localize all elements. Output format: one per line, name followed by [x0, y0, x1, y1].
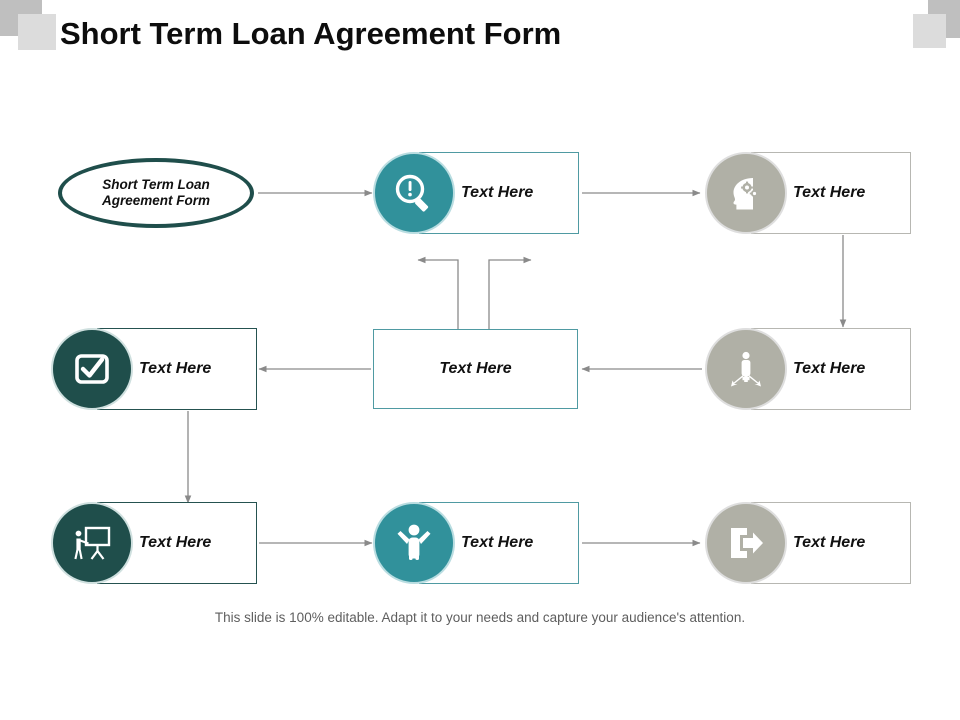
connector-center-branch-left: [417, 256, 459, 329]
decoration-square-top-left-light: [18, 14, 56, 50]
node-7-label: Text Here: [793, 534, 866, 551]
node-6-icon-badge[interactable]: [373, 502, 455, 584]
node-3-label: Text Here: [139, 360, 212, 377]
node-1-label: Text Here: [461, 184, 534, 201]
head-gears-icon: [723, 170, 769, 216]
node-1-icon-badge[interactable]: [373, 152, 455, 234]
node-4-icon-badge[interactable]: [705, 328, 787, 410]
person-arrows-icon: [723, 346, 769, 392]
node-5-label: Text Here: [139, 534, 212, 551]
magnifier-alert-icon: [391, 170, 437, 216]
checkbox-check-icon: [69, 346, 115, 392]
person-arms-up-icon: [391, 520, 437, 566]
node-2-label: Text Here: [793, 184, 866, 201]
decoration-square-top-right-light: [913, 14, 946, 48]
node-3-icon-badge[interactable]: [51, 328, 133, 410]
slide-footer-note: This slide is 100% editable. Adapt it to…: [214, 610, 746, 625]
presentation-board-icon: [69, 520, 115, 566]
connector-center-branch-right: [488, 256, 532, 329]
root-node-ellipse[interactable]: Short Term Loan Agreement Form: [58, 158, 254, 228]
root-node-label: Short Term Loan Agreement Form: [101, 176, 211, 208]
node-5-icon-badge[interactable]: [51, 502, 133, 584]
exit-door-icon: [723, 520, 769, 566]
node-center-box[interactable]: Text Here: [373, 329, 578, 409]
node-7-icon-badge[interactable]: [705, 502, 787, 584]
node-2-icon-badge[interactable]: [705, 152, 787, 234]
node-4-label: Text Here: [793, 360, 866, 377]
node-6-label: Text Here: [461, 534, 534, 551]
slide-title: Short Term Loan Agreement Form: [60, 16, 562, 51]
